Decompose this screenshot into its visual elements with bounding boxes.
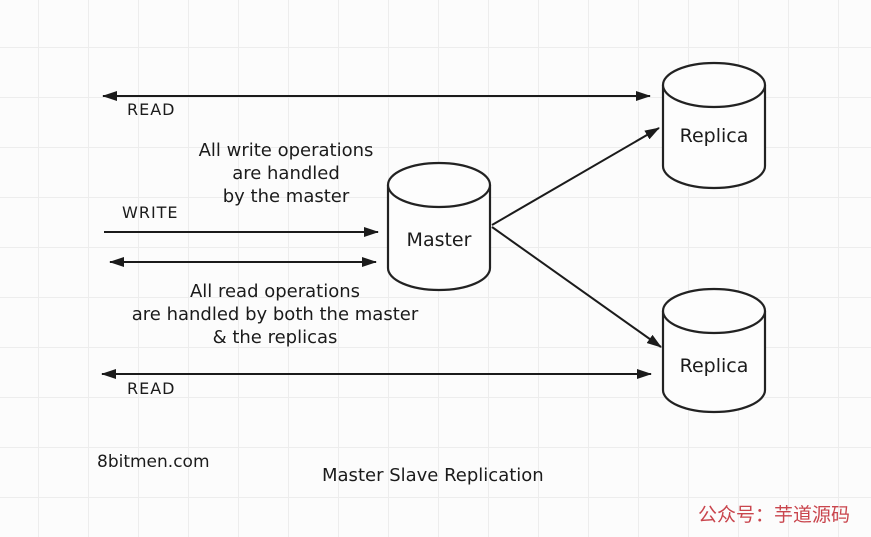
read-bottom-label: READ (127, 379, 176, 398)
wechat-badge: 公众号：芋道源码 (698, 504, 851, 526)
read-note: All read operations are handled by both … (100, 280, 450, 349)
write-label: WRITE (122, 203, 179, 222)
master-db-cylinder (386, 161, 492, 292)
read-note-line: & the replicas (212, 327, 338, 348)
read-note-line: All read operations (189, 281, 361, 302)
read-top-label: READ (127, 100, 176, 119)
master-node-label: Master (406, 229, 472, 251)
replica-bottom-node-label: Replica (679, 355, 749, 377)
write-note: All write operations are handled by the … (176, 139, 396, 208)
read-note-line: are handled by both the master (131, 304, 419, 325)
replication-arrow-bottom (491, 226, 662, 348)
replica-top-db-cylinder (661, 61, 767, 190)
write-note-line: by the master (222, 186, 350, 207)
replication-arrow-top (491, 127, 660, 226)
diagram-caption: Master Slave Replication (322, 465, 544, 486)
write-note-line: are handled (232, 163, 340, 184)
replica-bottom-db-cylinder (661, 287, 767, 414)
write-note-line: All write operations (198, 140, 374, 161)
replica-top-node-label: Replica (679, 125, 749, 147)
brand-watermark: 8bitmen.com (97, 452, 210, 472)
